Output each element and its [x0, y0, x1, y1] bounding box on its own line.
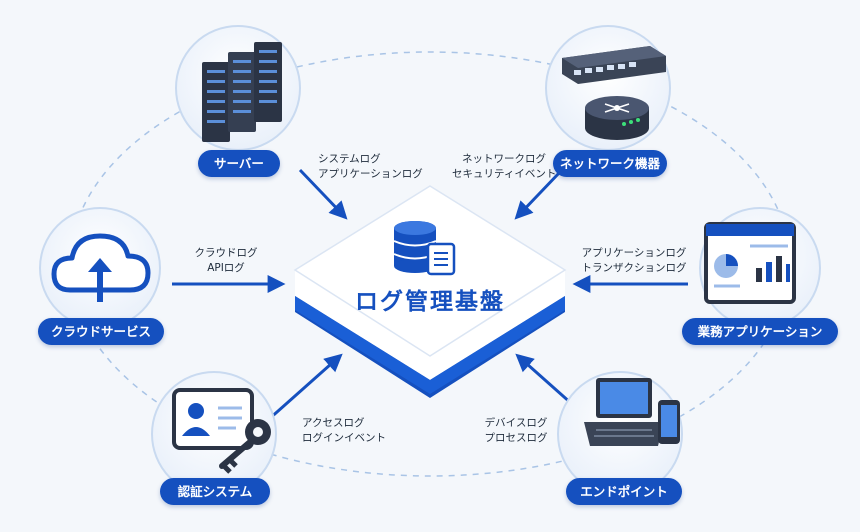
auth-log-2: ログインイベント — [302, 432, 386, 444]
network-log-2: セキュリティイベント — [452, 168, 557, 180]
endpoint-log-labels: デバイスログ プロセスログ — [478, 416, 554, 446]
server-log-1: システムログ — [318, 153, 381, 165]
arrow-server — [298, 168, 348, 220]
endpoint-label: エンドポイント — [566, 478, 682, 505]
central-platform — [293, 185, 567, 398]
arrow-network — [514, 170, 562, 220]
document-icon — [426, 242, 456, 276]
business-log-1: アプリケーションログ — [581, 247, 687, 259]
smartphone-icon — [658, 400, 680, 444]
cloud-log-labels: クラウドログ APIログ — [186, 246, 266, 276]
cloud-log-2: APIログ — [207, 262, 245, 274]
key-icon — [219, 419, 271, 474]
arrow-auth — [267, 353, 343, 422]
database-icon — [393, 221, 437, 273]
endpoint-log-1: デバイスログ — [484, 417, 548, 429]
auth-label: 認証システム — [160, 478, 270, 505]
business-log-labels: アプリケーションログ トランザクションログ — [574, 246, 694, 276]
server-log-labels: システムログ アプリケーションログ — [318, 152, 423, 182]
cloud-log-1: クラウドログ — [194, 247, 258, 259]
network-switch-icon — [562, 46, 666, 84]
platform-title: ログ管理基盤 — [355, 289, 505, 315]
network-log-1: ネットワークログ — [462, 153, 546, 165]
server-label: サーバー — [198, 150, 280, 177]
auth-log-1: アクセスログ — [302, 417, 365, 429]
endpoint-log-2: プロセスログ — [484, 432, 548, 444]
router-icon — [585, 96, 649, 140]
business-log-2: トランザクションログ — [581, 262, 687, 274]
server-log-2: アプリケーションログ — [318, 168, 423, 180]
cloud-label: クラウドサービス — [38, 318, 164, 345]
id-card-icon — [172, 388, 254, 450]
auth-log-labels: アクセスログ ログインイベント — [302, 416, 386, 446]
business-label: 業務アプリケーション — [682, 318, 838, 345]
network-label: ネットワーク機器 — [553, 150, 667, 177]
dashboard-icon — [704, 222, 796, 304]
cloud-upload-icon — [51, 233, 151, 302]
server-rack-icon — [202, 42, 282, 142]
laptop-icon — [584, 378, 664, 446]
network-log-labels: ネットワークログ セキュリティイベント — [452, 152, 556, 182]
